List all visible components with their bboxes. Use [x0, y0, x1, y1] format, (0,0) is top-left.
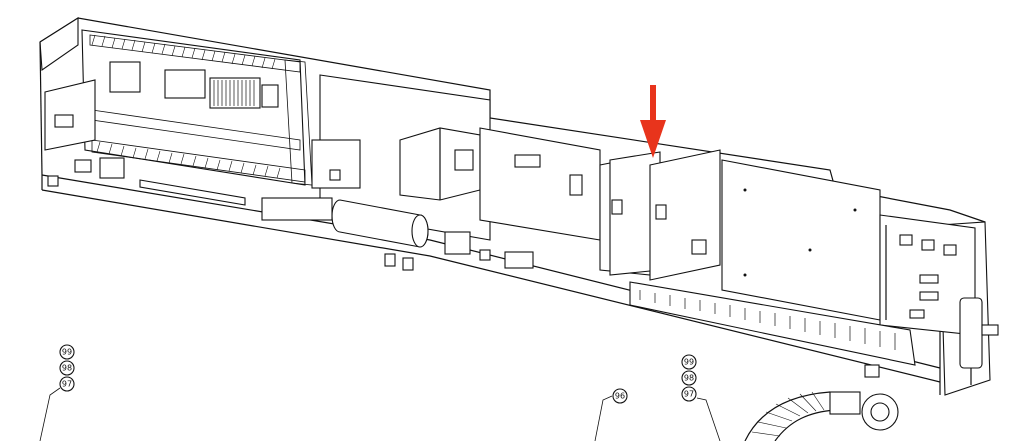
red-indicator-arrow-icon [640, 85, 666, 158]
callout-circle [681, 386, 697, 402]
drive-modules [599, 149, 721, 281]
callout-circle [681, 370, 697, 386]
callout-circle [681, 354, 697, 370]
callout-label: 98 [684, 374, 694, 383]
callout-circle [59, 376, 75, 392]
callout-group-left: 99 98 97 [59, 344, 75, 392]
transformer-and-power-supply [139, 74, 601, 271]
callout-label: 98 [62, 364, 72, 373]
callout-leader-lines [39, 387, 721, 441]
callout-label: 99 [684, 358, 694, 367]
din-rail-terminal-block-area [44, 29, 313, 187]
callout-circle [59, 344, 75, 360]
callout-label: 97 [62, 380, 72, 389]
flexible-conduit-hose [744, 391, 899, 441]
callout-circle [612, 388, 628, 404]
callout-group-middle: 96 [612, 388, 628, 404]
callout-label: 99 [62, 348, 72, 357]
control-board-and-heatsink [629, 214, 999, 385]
callout-group-right: 99 98 97 [681, 354, 697, 402]
callout-label: 97 [684, 390, 694, 399]
callout-label: 96 [615, 392, 625, 401]
callout-circle [59, 360, 75, 376]
